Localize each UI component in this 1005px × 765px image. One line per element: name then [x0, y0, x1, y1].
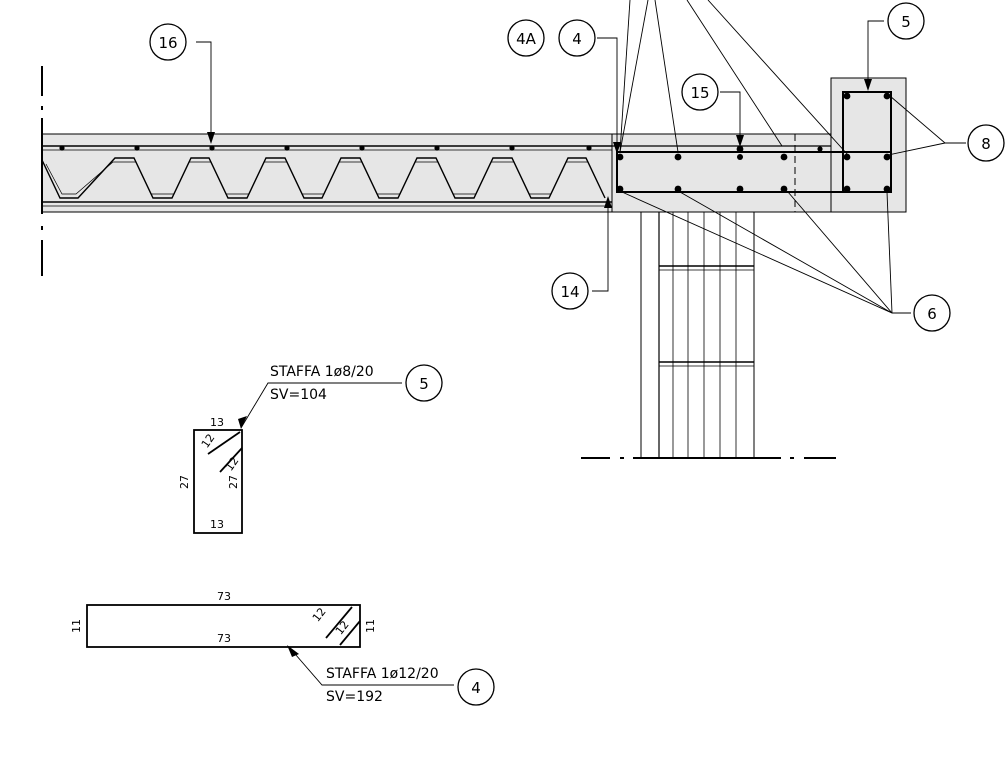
- slab-top-bars: [59, 145, 592, 151]
- detail-5-dim-right: 27: [227, 475, 240, 489]
- callout-5-top-label: 5: [901, 13, 911, 31]
- callout-4-label: 4: [572, 30, 582, 48]
- callout-4-detail-label: 4: [471, 679, 481, 697]
- callout-8-label: 8: [981, 135, 991, 153]
- detail-4-dim-left: 11: [70, 619, 83, 633]
- detail-5-note-line2: SV=104: [270, 387, 327, 403]
- callout-6: 6: [913, 294, 951, 332]
- detail-stirrup-4: STAFFA 1ø12/20 SV=192 4 73 73 11 11 12 1…: [70, 590, 495, 706]
- callout-5-detail-label: 5: [419, 375, 429, 393]
- detail-4-hook-a: 12: [310, 605, 329, 624]
- detail-4-dim-top: 73: [217, 590, 231, 603]
- detail-5-note-line1: STAFFA 1ø8/20: [270, 364, 374, 380]
- column: [640, 212, 755, 458]
- callout-4a-label: 4A: [516, 30, 537, 48]
- detail-5-hook-b: 12: [223, 455, 242, 474]
- callout-16-label: 16: [158, 34, 177, 52]
- detail-4-dim-right: 11: [364, 619, 377, 633]
- beam: [611, 77, 907, 213]
- callout-4a: 4A: [507, 19, 545, 57]
- callout-14-label: 14: [560, 283, 579, 301]
- arrowheads: [207, 79, 872, 657]
- slab: [41, 133, 613, 213]
- callout-15-label: 15: [690, 84, 709, 102]
- callout-4: 4: [558, 19, 596, 57]
- upstand-stirrup: [842, 91, 892, 193]
- callout-6-label: 6: [927, 305, 937, 323]
- detail-4-dim-bottom: 73: [217, 632, 231, 645]
- detail-5-hook-a: 12: [199, 432, 218, 451]
- leader-lines: [196, 0, 966, 314]
- callout-5-top: 5: [887, 2, 925, 40]
- detail-5-dim-bottom: 13: [210, 518, 224, 531]
- detail-5-dim-left: 27: [178, 475, 191, 489]
- callout-16: 16: [149, 23, 187, 61]
- callout-14: 14: [551, 272, 589, 310]
- detail-4-shape: [86, 604, 361, 648]
- detail-5-shape: [193, 429, 243, 534]
- slab-truss-inner: [45, 161, 604, 195]
- callout-15: 15: [681, 73, 719, 111]
- detail-4-note-line1: STAFFA 1ø12/20: [326, 666, 439, 682]
- detail-4-note-line2: SV=192: [326, 689, 383, 705]
- detail-stirrup-5: STAFFA 1ø8/20 SV=104 5 13 13 27 27 12 12: [178, 364, 443, 534]
- callout-8: 8: [967, 124, 1005, 162]
- detail-5-dim-top: 13: [210, 416, 224, 429]
